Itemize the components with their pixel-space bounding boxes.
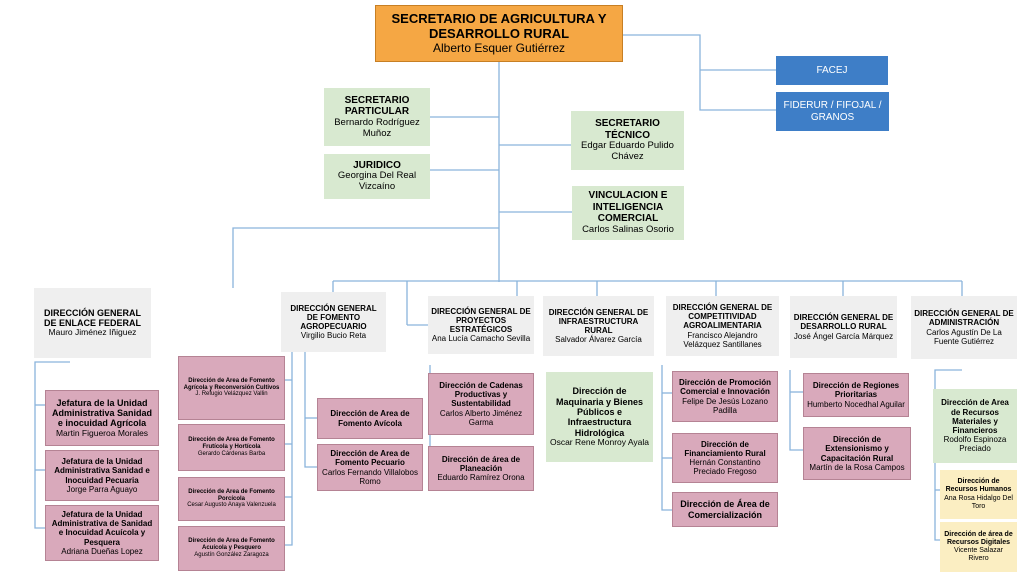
unit-fomento-porcicola: Dirección de Area de Fomento Porcícola C… [178,477,285,521]
unit-name: Martin Figueroa Morales [55,427,149,438]
fiderur-box: FIDERUR / FIFOJAL / GRANOS [776,92,889,131]
unit-title: Dirección de Area de Recursos Materiales… [941,398,1009,435]
unit-title: Dirección de Area de Fomento Frutícola y… [188,437,275,451]
unit-recursos-materiales: Dirección de Area de Recursos Materiales… [933,389,1017,463]
unit-name: J. Refugio Velázquez Vallin [195,391,268,398]
juridico-name: Georgina Del Real Vizcaíno [337,170,417,193]
vinculacion-title: VINCULACION E INTELIGENCIA COMERCIAL [588,190,668,225]
unit-name: Jorge Parra Aguayo [66,484,138,494]
unit-title: Dirección de Area de Fomento Pecuario [330,449,410,468]
unit-comercializacion: Dirección de Área de Comercialización [672,492,778,527]
vinculacion-box: VINCULACION E INTELIGENCIA COMERCIAL Car… [572,186,684,240]
tecnico-box: SECRETARIO TÉCNICO Edgar Eduardo Pulido … [571,111,684,170]
particular-name: Bernardo Rodríguez Muñoz [334,116,420,139]
unit-fomento-fruticola: Dirección de Area de Fomento Frutícola y… [178,424,285,471]
unit-name: Adriana Dueñas Lopez [61,546,143,556]
fiderur-label: FIDERUR / FIFOJAL / GRANOS [783,100,882,123]
unit-planeacion: Dirección de área de Planeación Eduardo … [428,446,534,491]
unit-title: Dirección de Financiamiento Rural [684,439,766,458]
direction-name: Salvador Álvarez García [555,335,642,345]
unit-name: Felipe De Jesús Lozano Padilla [682,396,768,415]
unit-title: Dirección de Cadenas Productivas y Suste… [439,381,523,409]
direction-name: Carlos Agustín De La Fuente Gutiérrez [926,327,1002,346]
unit-title: Dirección de Area de Fomento Avícola [330,409,410,428]
direction-name: Mauro Jiménez Iñiguez [48,327,137,338]
particular-box: SECRETARIO PARTICULAR Bernardo Rodríguez… [324,88,430,146]
unit-title: Dirección de área de Planeación [441,454,521,473]
unit-sanidad-pecuaria: Jefatura de la Unidad Administrativa San… [45,450,159,501]
unit-title: Dirección de Area de Fomento Acuícola y … [188,538,275,552]
unit-sanidad-acuicola: Jefatura de la Unidad Administrativa de … [45,505,159,561]
direction-name: Virgilio Bucio Reta [300,331,367,341]
direction-title: DIRECCIÓN GENERAL DE INFRAESTRUCTURA RUR… [548,307,649,335]
unit-recursos-humanos: Dirección de Recursos Humanos Ana Rosa H… [940,470,1017,519]
direction-title: DIRECCIÓN GENERAL DE FOMENTO AGROPECUARI… [290,303,377,331]
unit-name: Vicente Salazar Rivero [954,547,1003,563]
unit-name: Eduardo Ramírez Orona [437,473,525,483]
unit-title: Dirección de Promoción Comercial e Innov… [678,378,772,397]
direction-competitividad: DIRECCIÓN GENERAL DE COMPETITIVIDAD AGRO… [666,296,779,356]
unit-fomento-avicola: Dirección de Area de Fomento Avícola [317,398,423,439]
vinculacion-name: Carlos Salinas Osorio [582,223,674,235]
unit-name: Humberto Nocedhal Aguilar [807,399,905,409]
direction-desarrollo-rural: DIRECCIÓN GENERAL DE DESARROLLO RURAL Jo… [790,296,897,358]
direction-title: DIRECCIÓN GENERAL DE ENLACE FEDERAL [43,307,141,329]
unit-name: Hernán Constantino Preciado Fregoso [689,458,761,477]
unit-title: Jefatura de la Unidad Administrativa San… [51,397,153,429]
unit-maquinaria-infraestructura: Dirección de Maquinaria y Bienes Público… [546,372,653,462]
unit-title: Dirección de Area de Fomento Porcícola [188,488,275,502]
unit-sanidad-agricola: Jefatura de la Unidad Administrativa San… [45,390,159,446]
secretary-name: Alberto Esquer Gutiérrez [432,40,566,55]
unit-fomento-acuicola: Dirección de Area de Fomento Acuícola y … [178,526,285,571]
juridico-box: JURIDICO Georgina Del Real Vizcaíno [324,154,430,199]
unit-cadenas-productivas: Dirección de Cadenas Productivas y Suste… [428,373,534,435]
particular-title: SECRETARIO PARTICULAR [344,94,410,118]
unit-name: Cesar Augusto Anaya Valenzuela [187,502,276,509]
unit-fomento-pecuario: Dirección de Area de Fomento Pecuario Ca… [317,444,423,491]
unit-title: Jefatura de la Unidad Administrativa de … [51,510,153,547]
unit-title: Jefatura de la Unidad Administrativa San… [54,457,150,485]
direction-enlace-federal: DIRECCIÓN GENERAL DE ENLACE FEDERAL Maur… [34,288,151,358]
direction-fomento-agropecuario: DIRECCIÓN GENERAL DE FOMENTO AGROPECUARI… [281,292,386,352]
unit-name: Agustín González Zaragoza [194,551,269,558]
direction-title: DIRECCIÓN GENERAL DE ADMINISTRACIÓN [914,309,1014,328]
direction-name: Ana Lucía Camacho Sevilla [431,334,531,344]
unit-regiones-prioritarias: Dirección de Regiones Prioritarias Humbe… [803,373,909,417]
direction-infraestructura-rural: DIRECCIÓN GENERAL DE INFRAESTRUCTURA RUR… [543,296,654,356]
unit-recursos-digitales: Dirección de área de Recursos Digitales … [940,522,1017,572]
unit-name: Ana Rosa Hidalgo Del Toro [944,494,1013,510]
unit-name: Carlos Alberto Jiménez Garma [439,408,523,427]
direction-name: José Ángel García Márquez [793,331,894,341]
unit-fomento-agricola: Dirección de Area de Fomento Agrícola y … [178,356,285,420]
secretary-box: SECRETARIO DE AGRICULTURA Y DESARROLLO R… [375,5,623,62]
secretary-title: SECRETARIO DE AGRICULTURA Y DESARROLLO R… [391,10,607,41]
unit-title: Dirección de área de Recursos Digitales [944,530,1013,546]
unit-title: Dirección de Area de Fomento Agrícola y … [183,377,280,391]
tecnico-name: Edgar Eduardo Pulido Chávez [581,140,674,162]
unit-name: Gerardo Cárdenas Barba [197,450,266,457]
unit-title: Dirección de Maquinaria y Bienes Público… [555,386,644,438]
facej-label: FACEJ [816,64,848,76]
direction-administracion: DIRECCIÓN GENERAL DE ADMINISTRACIÓN Carl… [911,296,1017,359]
unit-title: Dirección de Regiones Prioritarias [812,381,900,400]
unit-title: Dirección de Área de Comercialización [680,499,770,520]
direction-title: DIRECCIÓN GENERAL DE DESARROLLO RURAL [793,313,894,332]
unit-name: Oscar Rene Monroy Ayala [549,436,650,447]
unit-name: Rodolfo Espinoza Preciado [943,435,1007,454]
unit-financiamiento-rural: Dirección de Financiamiento Rural Hernán… [672,433,778,483]
juridico-title: JURIDICO [353,159,401,171]
unit-promocion-comercial: Dirección de Promoción Comercial e Innov… [672,371,778,422]
direction-title: DIRECCIÓN GENERAL DE COMPETITIVIDAD AGRO… [672,303,773,331]
unit-extensionismo: Dirección de Extensionismo y Capacitació… [803,427,911,480]
direction-name: Francisco Alejandro Velázquez Santillane… [683,330,762,349]
unit-name: Martín de la Rosa Campos [809,462,905,472]
unit-title: Dirección de Extensionismo y Capacitació… [820,435,894,463]
direction-proyectos-estrategicos: DIRECCIÓN GENERAL DE PROYECTOS ESTRATÉGI… [428,296,534,354]
unit-name: Carlos Fernando Villalobos Romo [322,467,418,486]
unit-title: Dirección de Recursos Humanos [945,478,1012,494]
facej-box: FACEJ [776,56,888,85]
tecnico-title: SECRETARIO TÉCNICO [595,118,660,141]
direction-title: DIRECCIÓN GENERAL DE PROYECTOS ESTRATÉGI… [431,306,531,334]
